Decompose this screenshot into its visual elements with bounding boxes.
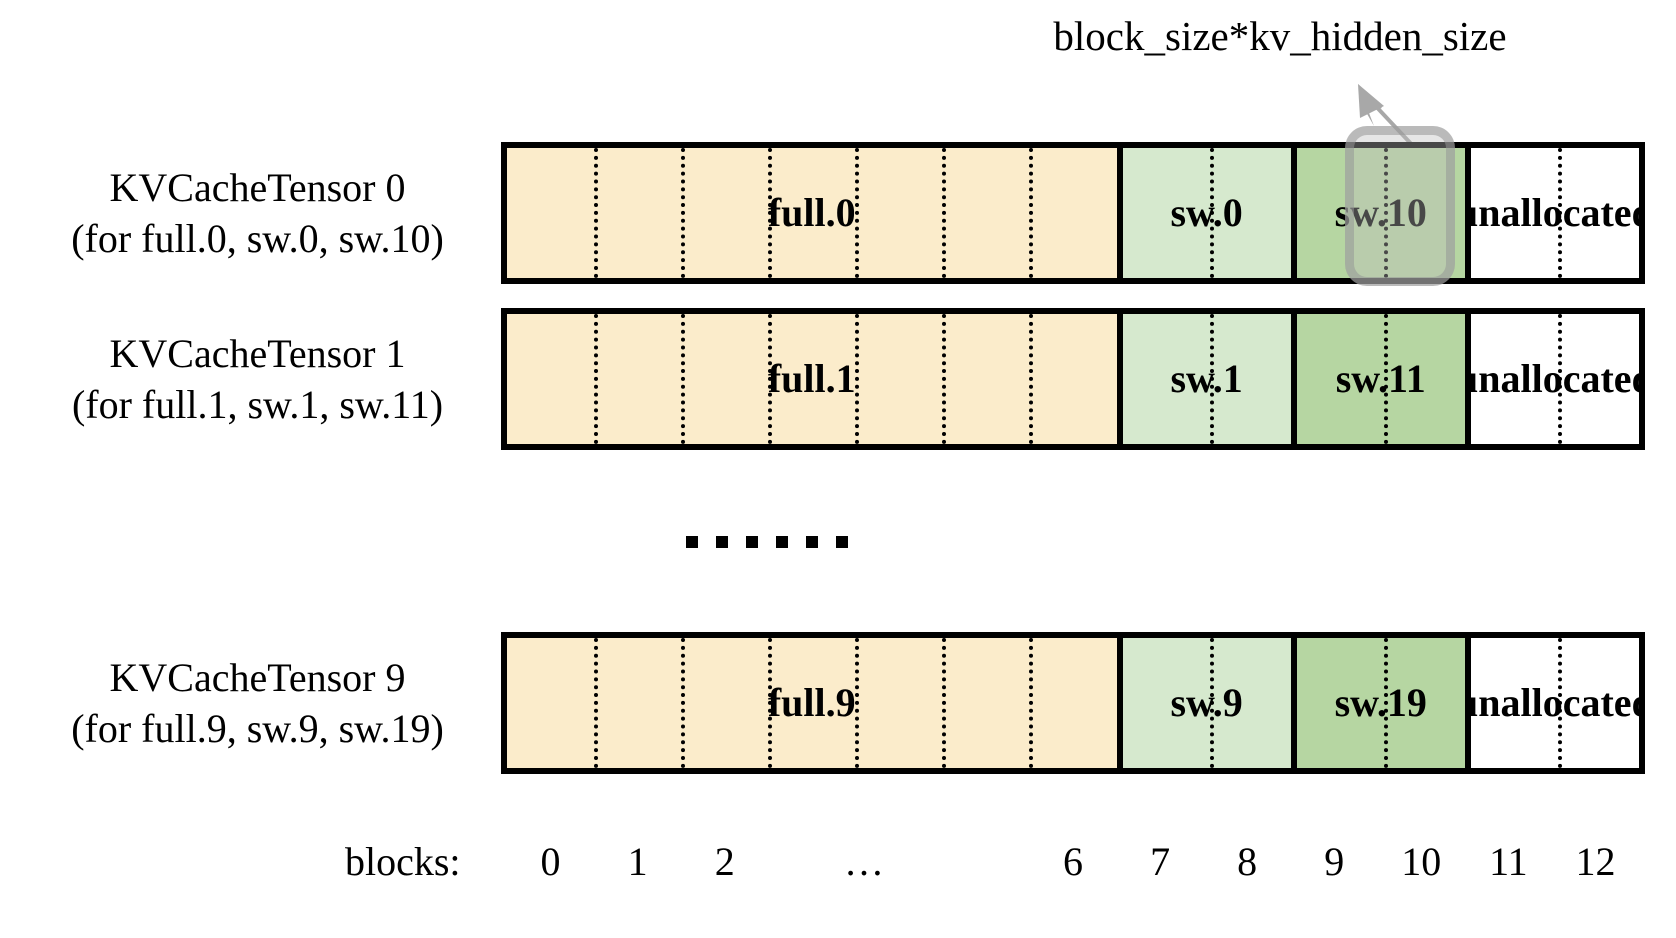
ellipsis-dot (806, 536, 818, 548)
ellipsis-dot (776, 536, 788, 548)
block-divider (594, 148, 599, 278)
ellipsis-dot (686, 536, 698, 548)
segment-sw2[interactable]: sw.10 (1290, 148, 1465, 278)
axis-tick: … (844, 839, 884, 884)
segment-full[interactable]: full.9 (507, 638, 1117, 768)
axis-tick: 2 (714, 839, 735, 884)
block-divider (1557, 148, 1562, 278)
block-divider (681, 638, 686, 768)
segment-sw[interactable]: sw.1 (1116, 314, 1291, 444)
segment-full[interactable]: full.1 (507, 314, 1117, 444)
segment-full[interactable]: full.0 (507, 148, 1117, 278)
block-divider (1383, 148, 1388, 278)
segment-label: sw.1 (1170, 355, 1243, 401)
block-divider (1209, 314, 1214, 444)
block-divider (1557, 314, 1562, 444)
block-divider (1029, 148, 1034, 278)
segment-label: sw.19 (1334, 679, 1427, 725)
row-title: KVCacheTensor 0 (109, 164, 406, 210)
block-divider (768, 148, 773, 278)
axis-tick: 8 (1237, 839, 1258, 884)
row-title: KVCacheTensor 9 (109, 654, 406, 700)
segment-label: full.1 (767, 355, 856, 401)
row-subtitle: (for full.0, sw.0, sw.10) (71, 216, 444, 261)
segment-sw2[interactable]: sw.19 (1290, 638, 1465, 768)
segment-unallocated[interactable]: unallocated (1464, 314, 1639, 444)
segment-label: sw.9 (1170, 679, 1243, 725)
axis-tick: 9 (1324, 839, 1345, 884)
axis-tick: 10 (1401, 839, 1442, 884)
block-divider (768, 314, 773, 444)
segment-sw2[interactable]: sw.11 (1290, 314, 1465, 444)
block-divider (681, 148, 686, 278)
tensor-bar: full.9 sw.9 sw.19 unallocated (501, 632, 1645, 774)
block-divider (1383, 314, 1388, 444)
axis-title: blocks: (345, 839, 461, 884)
ellipsis-dot (746, 536, 758, 548)
segment-sw[interactable]: sw.9 (1116, 638, 1291, 768)
segment-label: unallocated (1471, 679, 1639, 725)
axis-tick: 6 (1063, 839, 1083, 884)
row-title: KVCacheTensor 1 (109, 330, 406, 376)
segment-label: unallocated (1471, 189, 1639, 235)
block-highlight-box[interactable] (1345, 126, 1455, 286)
row-subtitle: (for full.9, sw.9, sw.19) (71, 706, 444, 751)
kvcache-tensor-row: KVCacheTensor 1 (for full.1, sw.1, sw.11… (0, 308, 1676, 450)
tensor-bar: full.0 sw.0 sw.10 unallocated (501, 142, 1645, 284)
segment-unallocated[interactable]: unallocated (1464, 148, 1639, 278)
block-divider (942, 638, 947, 768)
annotation-label: block_size*kv_hidden_size (1053, 13, 1507, 59)
block-divider (1209, 148, 1214, 278)
row-label: KVCacheTensor 9 (for full.9, sw.9, sw.19… (30, 652, 485, 754)
axis-tick: 12 (1575, 839, 1616, 884)
block-divider (942, 148, 947, 278)
segment-label: full.9 (767, 679, 856, 725)
row-label: KVCacheTensor 1 (for full.1, sw.1, sw.11… (30, 328, 485, 430)
axis-tick: 1 (627, 839, 648, 884)
block-divider (594, 314, 599, 444)
block-divider (681, 314, 686, 444)
block-divider (855, 148, 860, 278)
segment-label: unallocated (1471, 355, 1639, 401)
axis-tick: 11 (1489, 839, 1528, 884)
axis-tick: 0 (540, 839, 561, 884)
segment-label: full.0 (767, 189, 856, 235)
block-divider (1383, 638, 1388, 768)
block-divider (855, 638, 860, 768)
ellipsis-dot (716, 536, 728, 548)
block-divider (855, 314, 860, 444)
segment-label: sw.11 (1335, 355, 1426, 401)
block-divider (1029, 314, 1034, 444)
vertical-ellipsis (686, 536, 848, 548)
axis-tick: 7 (1150, 839, 1171, 884)
block-divider (1209, 638, 1214, 768)
block-divider (594, 638, 599, 768)
row-subtitle: (for full.1, sw.1, sw.11) (71, 382, 444, 427)
block-divider (1557, 638, 1562, 768)
block-divider (768, 638, 773, 768)
segment-unallocated[interactable]: unallocated (1464, 638, 1639, 768)
ellipsis-dot (836, 536, 848, 548)
block-divider (942, 314, 947, 444)
tensor-bar: full.1 sw.1 sw.11 unallocated (501, 308, 1645, 450)
block-divider (1029, 638, 1034, 768)
kvcache-tensor-row: KVCacheTensor 9 (for full.9, sw.9, sw.19… (0, 632, 1676, 774)
segment-sw[interactable]: sw.0 (1116, 148, 1291, 278)
row-label: KVCacheTensor 0 (for full.0, sw.0, sw.10… (30, 162, 485, 264)
segment-label: sw.0 (1170, 189, 1243, 235)
